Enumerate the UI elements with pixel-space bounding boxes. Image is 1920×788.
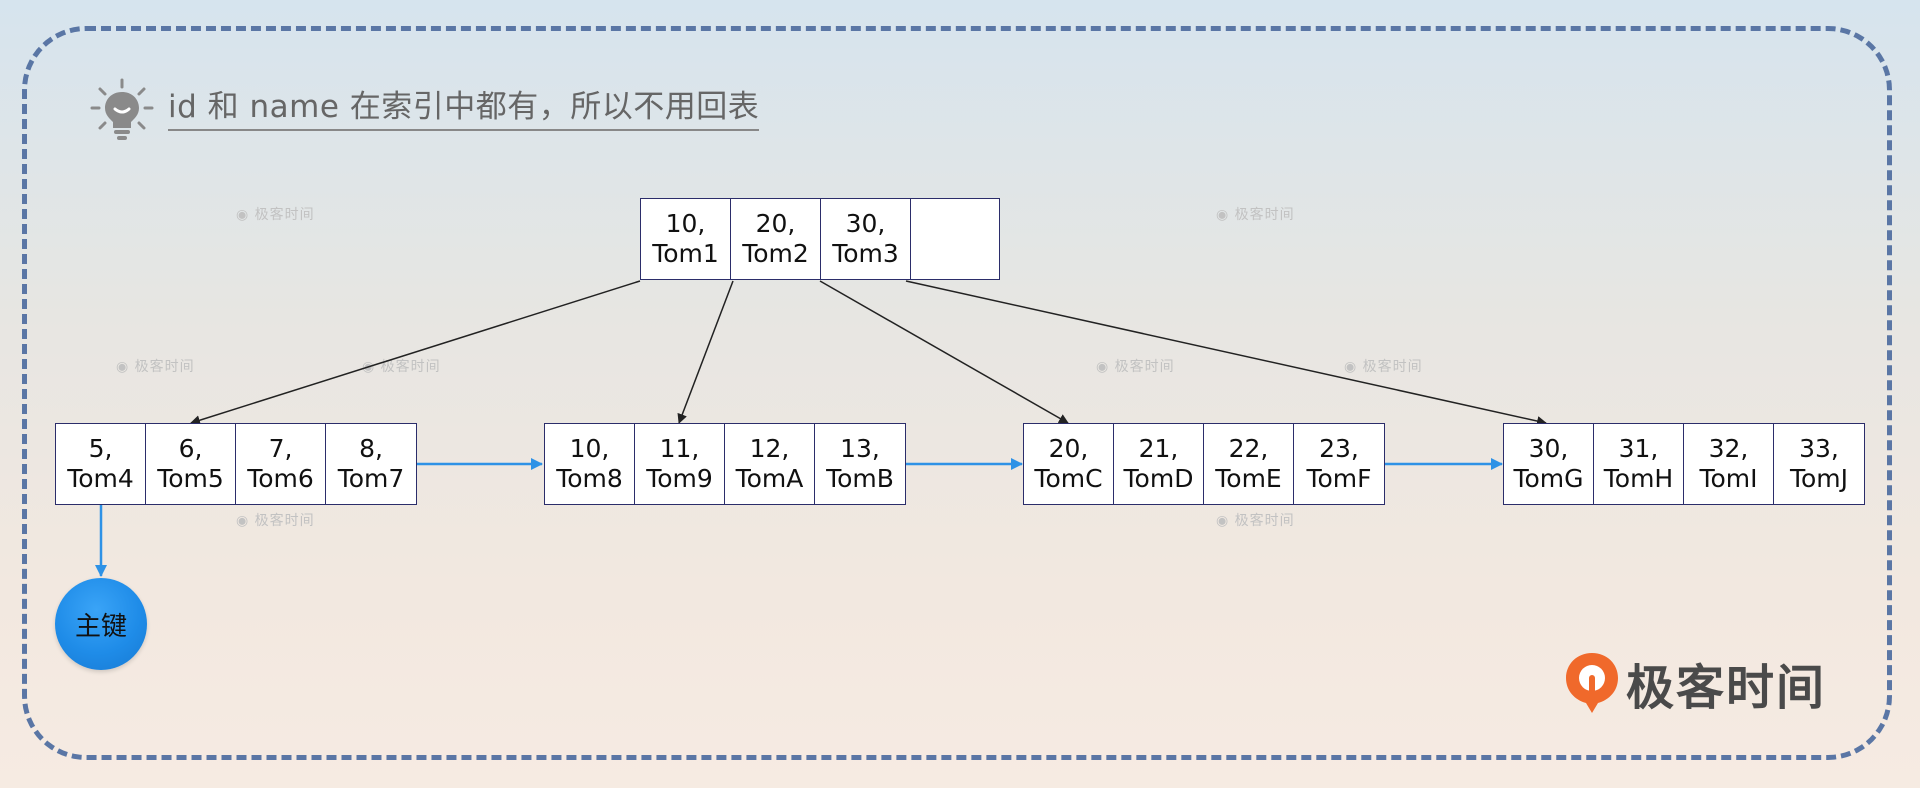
leaf-cell: 23,TomF [1306, 433, 1372, 494]
watermark: ◉ 极客时间 [1096, 359, 1175, 375]
watermark: ◉ 极客时间 [1216, 207, 1295, 223]
root-cell-2: 20,Tom2 [731, 199, 821, 279]
edge-root-to-leaf-3 [819, 280, 1069, 424]
leaf-node-1: 5,Tom4 6,Tom5 7,Tom6 8,Tom7 [55, 423, 417, 505]
edge-root-to-leaf-2 [677, 280, 734, 424]
leaf-node-2: 10,Tom8 11,Tom9 12,TomA 13,TomB [544, 423, 906, 505]
logo-mark-icon [1566, 653, 1618, 713]
watermark: ◉ 极客时间 [362, 359, 441, 375]
leaf-cell: 31,TomH [1594, 424, 1684, 504]
leaf-cell: 12,TomA [725, 424, 815, 504]
leaf-node-3: 20,TomC 21,TomD 22,TomE 23,TomF [1023, 423, 1385, 505]
root-cell-empty [911, 199, 999, 279]
root-cell-1: 10,Tom1 [641, 199, 731, 279]
logo-text: 极客时间 [1626, 660, 1827, 716]
watermark: ◉ 极客时间 [1216, 513, 1295, 529]
leaf-node-4: 30,TomG 31,TomH 32,TomI 33,TomJ [1503, 423, 1865, 505]
leaf-cell: 5,Tom4 [56, 424, 146, 504]
leaf-cell: 20,TomC [1024, 424, 1114, 504]
primary-key-circle: 主键 [55, 578, 147, 670]
watermark: ◉ 极客时间 [1344, 359, 1423, 375]
lightbulb-icon [90, 78, 154, 140]
leaf-cell: 13,TomB [826, 433, 894, 494]
watermark: ◉ 极客时间 [236, 513, 315, 529]
edge-root-to-leaf-1 [190, 280, 641, 426]
leaf-cell: 21,TomD [1114, 424, 1204, 504]
leaf-cell: 32,TomI [1684, 424, 1774, 504]
edge-root-to-leaf-4 [905, 280, 1547, 426]
leaf-cell: 30,TomG [1504, 424, 1594, 504]
caption-text: id 和 name 在索引中都有，所以不用回表 [168, 89, 760, 131]
leaf-cell: 22,TomE [1204, 424, 1294, 504]
dashed-frame [22, 26, 1892, 760]
leaf-cell: 33,TomJ [1789, 433, 1849, 494]
root-cell-3: 30,Tom3 [821, 199, 911, 279]
watermark: ◉ 极客时间 [116, 359, 195, 375]
caption: id 和 name 在索引中都有，所以不用回表 [90, 78, 760, 140]
leaf-cell: 6,Tom5 [146, 424, 236, 504]
watermark: ◉ 极客时间 [236, 207, 315, 223]
leaf-cell: 10,Tom8 [545, 424, 635, 504]
primary-key-label: 主键 [74, 611, 127, 642]
brand-logo: 极客时间 [1564, 648, 1826, 718]
leaf-cell: 7,Tom6 [236, 424, 326, 504]
leaf-cell: 11,Tom9 [635, 424, 725, 504]
root-node: 10,Tom1 20,Tom2 30,Tom3 [640, 198, 1000, 280]
leaf-cell: 8,Tom7 [337, 433, 405, 494]
